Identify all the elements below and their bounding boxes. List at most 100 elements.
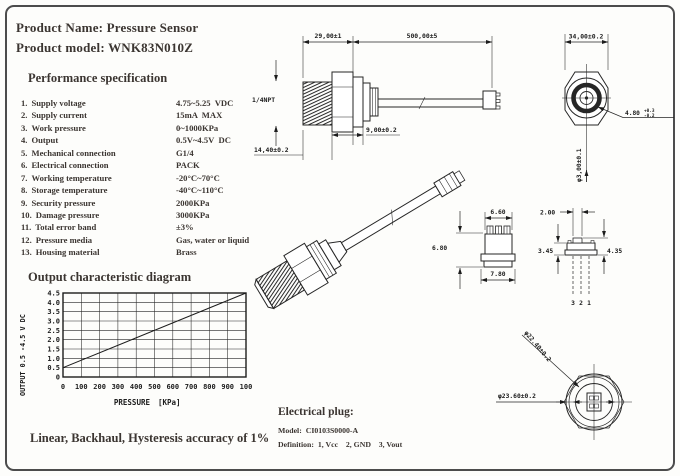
dim-cable-length: 500,00±5	[407, 32, 438, 40]
spec-name: Mechanical connection	[31, 147, 116, 158]
spec-row: 11.Total error band ±3%	[21, 221, 279, 233]
connector-pins	[486, 225, 511, 235]
y-tick: 4.5	[47, 290, 60, 298]
spec-value: 15mA MAX	[176, 110, 223, 121]
spec-name: Work pressure	[31, 122, 86, 133]
spec-list: 1.Supply voltage 4.75~5.25 VDC 2.Supply c…	[21, 97, 279, 259]
front-view-drawing: 34,00±0.2 φ3,00±0.1 4.80 +0.3 -0.2	[562, 33, 674, 182]
spec-number: 5.	[21, 147, 28, 158]
dim-connector-width: 6.60	[490, 209, 505, 216]
spec-name: Output	[31, 135, 59, 146]
back-view-drawing: φ22.40±0.2 φ23.60±0.2	[496, 330, 632, 440]
spec-number: 7.	[21, 172, 28, 183]
chart-output-line	[62, 292, 247, 369]
spec-row: 5.Mechanical connection G1/4	[21, 147, 279, 159]
x-tick: 900	[221, 383, 234, 391]
side-view-drawing: 29,00±1 500,00±5 1/4NPT 9,00±0.2 14,40±0…	[252, 32, 501, 160]
x-tick: 600	[166, 383, 179, 391]
x-axis-label: PRESSURE	[114, 398, 151, 407]
x-tick: 200	[93, 383, 106, 391]
spec-value: 2000KPa	[176, 197, 210, 208]
spec-name: Supply current	[31, 110, 87, 121]
callout-upper-tolerance: +0.3	[644, 108, 655, 114]
spec-row: 13.Housing material Brass	[21, 246, 279, 258]
x-tick: 300	[112, 383, 125, 391]
x-tick: 700	[185, 383, 198, 391]
spec-value: G1/4	[176, 147, 194, 158]
spec-name: Housing material	[35, 247, 100, 258]
chart-title: Output characteristic diagram	[28, 270, 192, 284]
callout-main: 4.80	[625, 110, 640, 117]
spec-number: 8.	[21, 185, 28, 196]
y-tick: 0	[56, 374, 60, 382]
dim-center-hole: φ3,00±0.1	[576, 148, 583, 182]
spec-row: 2.Supply current 15mA MAX	[21, 109, 279, 121]
spec-number: 3.	[21, 122, 28, 133]
dim-hex: 9,00±0.2	[366, 126, 397, 134]
spec-row: 9.Security pressure 2000KPa	[21, 197, 279, 209]
spec-number: 2.	[21, 110, 28, 121]
spec-value: 0.5V~4.5V DC	[176, 135, 231, 146]
connector-front-view: 6.60 6.80 7.80	[432, 209, 516, 289]
spec-value: -40°C~110°C	[176, 185, 224, 196]
chart-plot-border	[62, 292, 247, 378]
x-tick: 400	[130, 383, 143, 391]
spec-value: -20°C~70°C	[176, 172, 220, 183]
spec-row: 10.Damage pressure 3000KPa	[21, 209, 279, 221]
accuracy-note: Linear, Backhaul, Hysteresis accuracy of…	[30, 431, 270, 445]
specs-title: Performance specification	[28, 71, 168, 85]
connector-side-view: 2.00 3.45 4.35 3 2 1	[538, 208, 622, 307]
spec-name: Damage pressure	[35, 209, 100, 220]
x-tick: 100	[240, 383, 253, 391]
product-model: Product model: WNK83N010Z	[16, 40, 194, 55]
spec-number: 13.	[21, 247, 32, 258]
spec-number: 11.	[21, 222, 32, 233]
dim-connector-base: 7.80	[490, 271, 505, 278]
plug-model-line: Model: CI0103S0000-A	[278, 426, 359, 435]
product-name: Product Name: Pressure Sensor	[16, 20, 199, 35]
thread-spec-label: 1/4NPT	[252, 96, 275, 104]
dim-connector-height: 6.80	[432, 245, 447, 252]
y-tick: 4.0	[47, 299, 60, 307]
spec-row: 8.Storage temperature-40°C~110°C	[21, 184, 279, 196]
spec-value: Brass	[176, 247, 197, 258]
pin-label-2: 2	[579, 300, 583, 307]
spec-value: Gas, water or liquid	[176, 234, 250, 245]
spec-row: 7.Working temperature -20°C~70°C	[21, 172, 279, 184]
spec-name: Security pressure	[31, 197, 96, 208]
spec-name: Pressure media	[35, 234, 92, 245]
y-tick: 0.5	[47, 364, 60, 372]
page-border	[5, 5, 675, 471]
spec-number: 1.	[21, 98, 28, 108]
isometric-view-drawing	[254, 170, 466, 310]
spec-row: 1.Supply voltage 4.75~5.25 VDC	[21, 97, 279, 109]
spec-value: 3000KPa	[176, 209, 210, 220]
dim-total-height: 4.35	[607, 248, 622, 255]
dim-thread-length: 29,00±1	[315, 32, 342, 40]
spec-number: 9.	[21, 197, 28, 208]
spec-value: 0~1000KPa	[176, 122, 219, 133]
spec-value: PACK	[176, 160, 200, 171]
spec-number: 6.	[21, 160, 28, 171]
spec-value: 4.75~5.25 VDC	[176, 98, 234, 108]
x-tick: 500	[148, 383, 161, 391]
dim-body-height: 3.45	[538, 248, 553, 255]
spec-name: Supply voltage	[31, 98, 86, 108]
y-tick: 2.0	[47, 336, 60, 344]
y-tick: 1.5	[47, 346, 60, 354]
spec-value: ±3%	[176, 222, 194, 233]
spec-number: 10.	[21, 209, 32, 220]
spec-name: Total error band	[35, 222, 97, 233]
dim-body: 14,40±0.2	[254, 146, 289, 154]
y-tick: 2.5	[47, 327, 60, 335]
plug-definition-line: Definition: 1, Vcc 2, GND 3, Vout	[278, 440, 403, 449]
pin-label-1: 1	[587, 300, 591, 307]
output-characteristic-chart: 4.5 4.0 3.5 3.0 2.5 2.0 1.5 1.0 0.5 0 0 …	[19, 290, 253, 408]
spec-name: Working temperature	[31, 172, 112, 183]
y-tick: 1.0	[47, 355, 60, 363]
dim-outer-diameter: φ23.60±0.2	[498, 393, 536, 400]
